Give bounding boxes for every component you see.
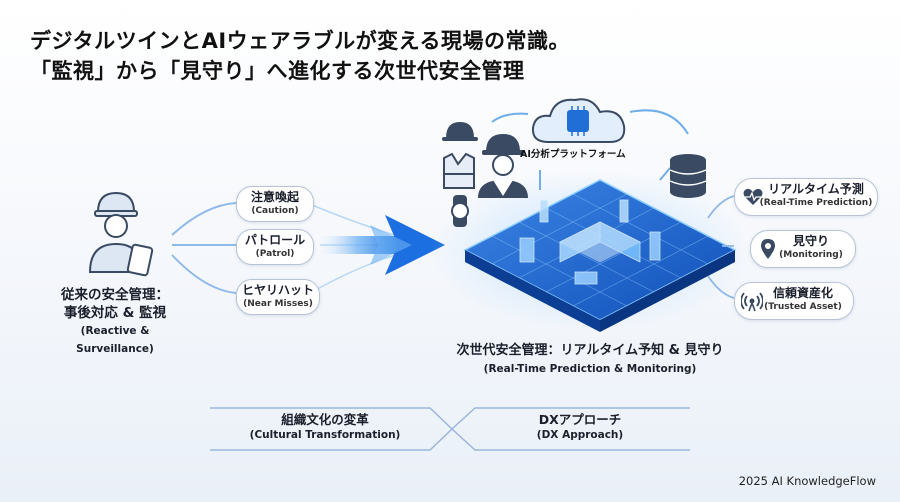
next-item-label: リアルタイム予測	[768, 182, 864, 196]
band-left-label: 組織文化の変革	[281, 412, 369, 427]
next-item-label: 信頼資産化	[772, 286, 833, 300]
next-title-en: (Real-Time Prediction & Monitoring)	[483, 363, 697, 375]
legacy-item-en: (Caution)	[251, 206, 299, 216]
signal-icon	[741, 292, 763, 312]
legacy-item-patrol: パトロール (Patrol)	[236, 229, 314, 265]
band-right-en: (DX Approach)	[536, 429, 624, 441]
heartbeat-icon	[743, 188, 763, 205]
band-right-label: DXアプローチ	[538, 412, 622, 427]
legacy-item-label: 注意喚起	[250, 190, 299, 204]
next-item-monitoring: 見守り (Monitoring)	[750, 230, 856, 268]
legacy-item-label: ヒヤリハット	[241, 283, 314, 297]
data-flow-arrows	[491, 109, 689, 190]
legacy-title-line-1: 従来の安全管理：	[61, 287, 169, 303]
database-icon	[669, 154, 707, 198]
ai-platform-label: AI分析プラットフォーム	[520, 149, 626, 160]
hard-hat-icon	[442, 122, 478, 141]
legacy-item-en: (Near Misses)	[243, 299, 313, 309]
band-dx-approach: DXアプローチ (DX Approach)	[475, 405, 685, 453]
legacy-item-near-misses: ヒヤリハット (Near Misses)	[236, 279, 320, 315]
next-item-prediction: リアルタイム予測 (Real-Time Prediction)	[734, 178, 878, 216]
title-line-2: 「監視」から「見守り」へ進化する次世代安全管理	[30, 59, 525, 83]
safety-vest-icon	[443, 152, 475, 189]
next-item-label: 見守り	[792, 234, 829, 248]
ai-cloud-icon	[531, 98, 626, 143]
band-cultural-transformation: 組織文化の変革 (Cultural Transformation)	[220, 405, 430, 453]
page-title: デジタルツインとAIウェアラブルが変える現場の常識。 「監視」から「見守り」へ進…	[30, 26, 570, 86]
legacy-title-en: (Reactive & Surveillance)	[76, 325, 154, 355]
bottom-band	[90, 407, 830, 451]
right-connectors	[707, 195, 735, 299]
legacy-connectors	[171, 202, 237, 294]
title-line-1: デジタルツインとAIウェアラブルが変える現場の常識。	[30, 29, 571, 53]
smartwatch-icon	[451, 195, 469, 227]
worker-wearable-icon	[478, 134, 528, 198]
next-item-trusted-asset: 信頼資産化 (Trusted Asset)	[734, 282, 854, 320]
next-item-en: (Real-Time Prediction)	[759, 198, 873, 208]
digital-twin-platform	[430, 170, 750, 332]
next-item-en: (Trusted Asset)	[764, 302, 842, 312]
next-safety-title: 次世代安全管理：リアルタイム予知 & 見守り (Real-Time Predic…	[420, 342, 760, 378]
legacy-safety-title: 従来の安全管理： 事後対応 & 監視 (Reactive & Surveilla…	[40, 286, 190, 358]
credit-text: 2025 AI KnowledgeFlow	[738, 474, 876, 488]
location-pin-icon	[761, 239, 775, 259]
worker-with-tablet-icon	[88, 191, 154, 277]
transition-arrow	[320, 215, 445, 275]
band-left-en: (Cultural Transformation)	[249, 429, 401, 441]
legacy-item-en: (Patrol)	[255, 249, 295, 259]
legacy-item-caution: 注意喚起 (Caution)	[236, 186, 314, 222]
legacy-item-label: パトロール	[244, 233, 306, 247]
legacy-title-line-2: 事後対応 & 監視	[63, 305, 167, 321]
next-item-en: (Monitoring)	[779, 250, 843, 260]
next-title-jp: 次世代安全管理：リアルタイム予知 & 見守り	[456, 343, 724, 358]
